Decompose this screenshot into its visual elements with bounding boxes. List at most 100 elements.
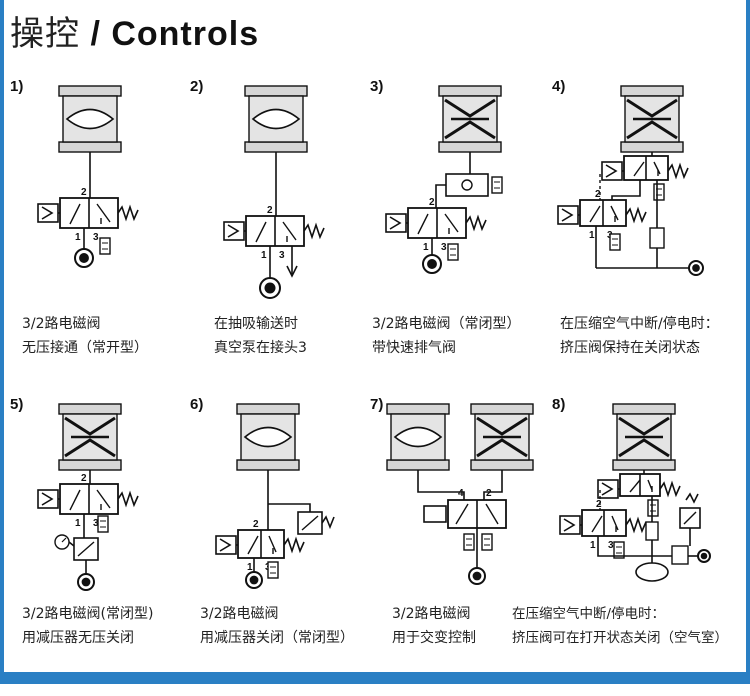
solenoid-coil <box>385 213 407 233</box>
air-chamber-tank <box>635 562 669 582</box>
port-label-3: 3 <box>93 232 99 243</box>
pipe-line <box>653 161 661 175</box>
port-label-2: 2 <box>429 197 435 208</box>
pipe-line <box>268 503 311 512</box>
caption-line: 在抽吸输送时 <box>214 316 298 332</box>
return-spring <box>117 204 139 222</box>
exhaust-silencer <box>447 243 459 261</box>
valve-sleeve-open <box>393 426 443 448</box>
return-spring <box>667 162 689 180</box>
pressure-source-core <box>81 577 91 587</box>
caption-line: 挤压阀可在打开状态关闭（空气室） <box>512 630 728 646</box>
pipe-line <box>444 213 459 233</box>
valve-sleeve-closed <box>626 98 678 140</box>
caption-line: 无压接通（常开型） <box>22 340 148 356</box>
port-label-2: 2 <box>267 205 273 216</box>
pressure-source-core <box>427 259 437 269</box>
pipe-line <box>96 203 111 223</box>
return-spring <box>283 536 305 554</box>
solenoid-coil-mark <box>219 538 232 552</box>
caption-panel-1: 3/2路电磁阀 无压接通（常开型） <box>22 312 148 360</box>
return-spring <box>625 516 647 534</box>
pipe-line <box>435 184 446 208</box>
port-label-2: 2 <box>596 499 602 510</box>
pipe-line <box>633 161 645 177</box>
title-english: Controls <box>111 15 260 53</box>
valve-flange-top <box>58 85 122 97</box>
port-label-1: 1 <box>261 250 267 261</box>
pipe-line <box>282 221 297 241</box>
page-title: 操控 / Controls <box>10 6 259 55</box>
reducer-spring <box>321 515 335 530</box>
pipe-line <box>255 221 267 243</box>
valve-flange-top <box>386 403 450 415</box>
caption-line: 真空泵在接头3 <box>214 340 307 356</box>
valve-sleeve-closed <box>476 416 528 458</box>
pipe-line <box>610 205 619 221</box>
port-label-3: 3 <box>93 518 99 529</box>
pipe-line <box>629 479 641 493</box>
port-label-3: 3 <box>279 250 285 261</box>
panel-number: 2) <box>190 78 204 95</box>
check-ball <box>461 179 473 191</box>
port-label-1: 1 <box>75 232 81 243</box>
valve-flange-bottom <box>236 459 300 471</box>
valve-sleeve-closed <box>618 416 670 458</box>
bottom-accent-bar <box>0 672 750 684</box>
return-spring <box>625 206 647 224</box>
solenoid-coil-mark <box>605 164 618 178</box>
solenoid-coil <box>597 479 619 499</box>
panel-number: 6) <box>190 396 204 413</box>
diagram-panel-2: 2) 2 1 3 <box>188 78 373 378</box>
pipe-line <box>485 503 499 525</box>
valve-sleeve-open <box>65 108 115 130</box>
valve-flange-top <box>438 85 502 97</box>
caption-line: 用于交变控制 <box>392 630 476 646</box>
caption-line: 带快速排气阀 <box>372 340 456 356</box>
pipe-line <box>417 470 465 500</box>
schematic-reducer-close: 213 <box>215 403 335 589</box>
pipe-line <box>591 515 603 533</box>
exhaust-arrow <box>286 265 298 278</box>
pipe-line <box>268 535 277 553</box>
switch-spring <box>685 492 699 504</box>
caption-panel-7: 3/2路电磁阀 用于交变控制 <box>392 602 476 650</box>
valve-sleeve-open <box>251 108 301 130</box>
return-spring <box>303 222 325 240</box>
solenoid-coil-mark <box>389 216 402 230</box>
caption-panel-2: 在抽吸输送时 真空泵在接头3 <box>214 312 307 360</box>
pressure-source-core <box>472 571 482 581</box>
panel-number: 1) <box>10 78 24 95</box>
solenoid-coil <box>215 535 237 555</box>
caption-line: 3/2路电磁阀(常闭型) <box>22 606 154 622</box>
pressure-source-core <box>249 575 259 585</box>
valve-flange-bottom <box>244 141 308 153</box>
exhaust-silencer <box>267 561 279 579</box>
solenoid-coil-mark <box>563 518 576 532</box>
pipe-line <box>247 535 259 555</box>
caption-panel-6: 3/2路电磁阀 用减压器关闭（常闭型） <box>200 602 354 650</box>
panel-number: 5) <box>10 396 24 413</box>
valve-flange-bottom <box>612 459 676 471</box>
valve-flange-top <box>244 85 308 97</box>
exhaust-silencer <box>99 237 111 255</box>
diagram-panel-4: 4) 213 <box>550 78 735 378</box>
solenoid-coil-mark <box>41 206 54 220</box>
pipe-line <box>301 515 319 531</box>
pressure-source-core <box>692 264 700 272</box>
caption-line: 用减压器关闭（常闭型） <box>200 630 354 646</box>
port-label-1: 1 <box>75 518 81 529</box>
pipe-line <box>611 180 641 200</box>
solenoid-coil <box>423 505 447 523</box>
pressure-source-core <box>79 253 89 263</box>
port-label-2: 2 <box>595 189 601 200</box>
valve-flange-bottom <box>620 141 684 153</box>
valve-flange-top <box>470 403 534 415</box>
title-separator: / <box>80 15 112 53</box>
panel-number: 3) <box>370 78 384 95</box>
caption-line: 挤压阀保持在关闭状态 <box>560 340 700 356</box>
